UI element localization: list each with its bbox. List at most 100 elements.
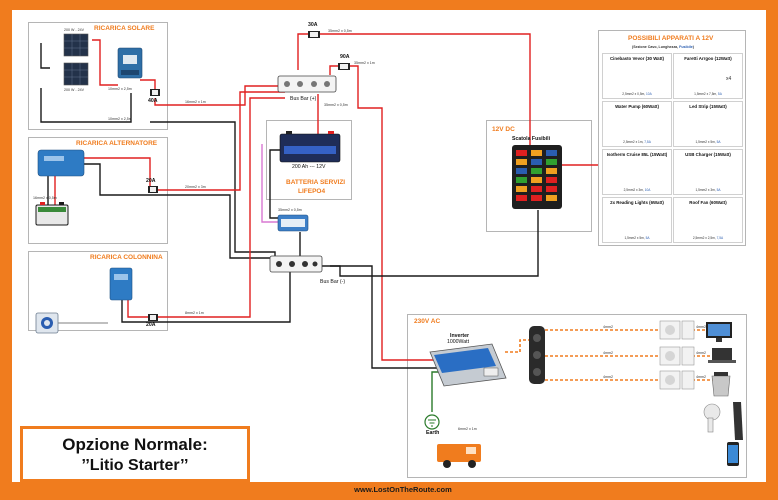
device-name: Isotherm Cruise 85L (15Watt) — [606, 152, 668, 157]
fuse-slot — [516, 168, 527, 174]
solar-panel-2-label: 200 W - 24V — [64, 88, 84, 92]
fuse-20a-shore-icon — [148, 314, 158, 321]
fuse-slot — [516, 159, 527, 165]
kettle-icon — [711, 372, 731, 397]
option-box: Opzione Normale: ’’Litio Starter’’ — [20, 426, 250, 482]
device-name: Faretti Arrgoo (12Watt) — [684, 56, 732, 61]
ac-wire-2: 4mm2 — [603, 351, 613, 355]
solar-title: RICARICA SOLARE — [94, 25, 155, 32]
fuse-slot — [531, 177, 542, 183]
fuse-slot — [516, 150, 527, 156]
fuse-slot — [531, 150, 542, 156]
device-card: Cinebasto Vevor (30 Watt) 2,5mm2 x 0,5m,… — [602, 53, 672, 99]
shunt-icon — [277, 214, 309, 232]
ac-socket-3b-icon — [681, 370, 695, 390]
device-card: Roof Fan (60Watt) 2,5mm2 x 2,5m, 7,5A — [673, 197, 743, 243]
wire-busneg-to-inverter — [330, 265, 450, 369]
fuse-slot — [546, 195, 557, 201]
ac230-title: 230V AC — [414, 318, 441, 325]
device-name: Led Strip (15Watt) — [689, 104, 727, 109]
solar-panel-1-icon — [63, 33, 89, 57]
solar-wire-to-bus: 16mm2 x 1m — [185, 100, 206, 104]
solar-panel-2-icon — [63, 62, 89, 86]
earth-icon — [424, 414, 440, 430]
device-fuse: 7,5A — [716, 236, 724, 240]
inverter-icon — [429, 343, 507, 387]
fuse-slot — [546, 150, 557, 156]
fuse90-label: 90A — [340, 54, 350, 60]
device-name: Roof Fan (60Watt) — [689, 200, 727, 205]
wire-fuse90-to-inverter — [350, 65, 450, 361]
device-cable-value: 1,5mm2 x 3m, — [695, 188, 717, 192]
solar-panel-1-label: 200 W - 24V — [64, 28, 84, 32]
mppt-controller-icon — [117, 47, 143, 79]
wire-battery-neg — [269, 149, 282, 219]
busbar-pos-label: Bus Bar (+) — [290, 96, 317, 102]
devices-subtitle: (Sezione Cavo, Lunghezza, Fusibile) — [632, 45, 694, 49]
ac-socket-2-icon — [659, 346, 681, 366]
ac-socket-3-icon — [659, 370, 681, 390]
hair-dryer-icon — [703, 403, 721, 433]
busbar-pos-wire: 35mm2 x 0,5m — [324, 103, 348, 107]
fuse-40a-icon — [150, 89, 160, 96]
earth-label: Earth — [426, 430, 440, 436]
footer-url[interactable]: www.LostOnTheRoute.com — [354, 485, 452, 494]
device-cable-value: 1,5mm2 x 5m, — [624, 236, 646, 240]
lifepo4-battery-icon — [279, 131, 341, 163]
alternator-fuse-label: 20A — [146, 178, 156, 184]
laptop-icon — [708, 348, 736, 363]
battery-title-2: LIFEPO4 — [298, 188, 326, 195]
wire-shore-to-fuse20 — [127, 300, 148, 318]
fuse-slot — [531, 195, 542, 201]
busbar-negative-icon — [269, 255, 323, 273]
battery-title-1: BATTERIA SERVIZI — [286, 179, 346, 186]
shore-title: RICARICA COLONNINA — [90, 254, 163, 261]
device-fuse: 10A — [646, 92, 652, 96]
device-cable: 2,5mm2 x 2,5m, 7,5A — [674, 236, 742, 240]
wire-fuse30-to-fusebox — [320, 33, 531, 145]
ac-wire-1: 4mm2 — [603, 325, 613, 329]
devices-subtitle-fuse: Fusibile — [679, 45, 693, 49]
fuse30-wire: 35mm2 x 0,5m — [328, 29, 352, 33]
option-line-2: ’’Litio Starter’’ — [81, 457, 189, 474]
shore-socket-icon — [35, 312, 59, 334]
fuse-90a-icon — [338, 63, 350, 70]
device-cable: 1,5mm2 x 7,5m, 5A — [674, 92, 742, 96]
device-cable: 2,5mm2 x 3m, 10A — [603, 188, 671, 192]
shore-charger-icon — [109, 267, 133, 301]
monitor-icon — [706, 322, 732, 342]
device-card: 2x Reading Lights (6Watt) 1,5mm2 x 5m, 5… — [602, 197, 672, 243]
out-wire-2: 4mm2 — [696, 351, 706, 355]
device-name: Cinebasto Vevor (30 Watt) — [610, 56, 664, 61]
wire-mppt-to-fuse40 — [140, 79, 156, 90]
dc-wires — [40, 33, 598, 369]
shore-wire: 8mm2 x 1m — [185, 311, 204, 315]
device-name: USB Charger (15Watt) — [685, 152, 731, 157]
wire-alt-neg — [82, 163, 275, 259]
device-card: Faretti Arrgoo (12Watt) x4 1,5mm2 x 7,5m… — [673, 53, 743, 99]
inverter-label-1: Inverter — [450, 333, 470, 339]
device-fuse: 5A — [716, 188, 721, 192]
device-cable: 2,5mm2 x 0,5m, 10A — [603, 92, 671, 96]
ac-distribution-icon — [529, 326, 545, 384]
out-wire-3: 4mm2 — [696, 375, 706, 379]
fuse-30a-icon — [308, 31, 320, 38]
fuse-slot — [516, 177, 527, 183]
out-wire-1: 4mm2 — [696, 325, 706, 329]
starter-wire: 16mm2 x 0,5m — [33, 196, 57, 200]
fuse-slot — [531, 159, 542, 165]
alternator-wire: 20mm2 x 3m — [185, 185, 206, 189]
device-cable-value: 1,5mm2 x 7,5m, — [694, 92, 718, 96]
busbar-neg-label: Bus Bar (-) — [320, 279, 346, 285]
ac-socket-1-icon — [659, 320, 681, 340]
wire-solar-panels — [40, 43, 50, 69]
wire-alt-to-fuse20 — [82, 157, 151, 186]
wire-inverter-to-dist — [505, 339, 532, 353]
fuse90-wire: 35mm2 x 1m — [354, 61, 375, 65]
device-cable-value: 2,5mm2 x 2,5m, — [692, 236, 717, 240]
device-cable-value: 2,5mm2 x 0,5m, — [622, 92, 647, 96]
van-icon — [437, 444, 481, 468]
fuse-slot — [546, 159, 557, 165]
